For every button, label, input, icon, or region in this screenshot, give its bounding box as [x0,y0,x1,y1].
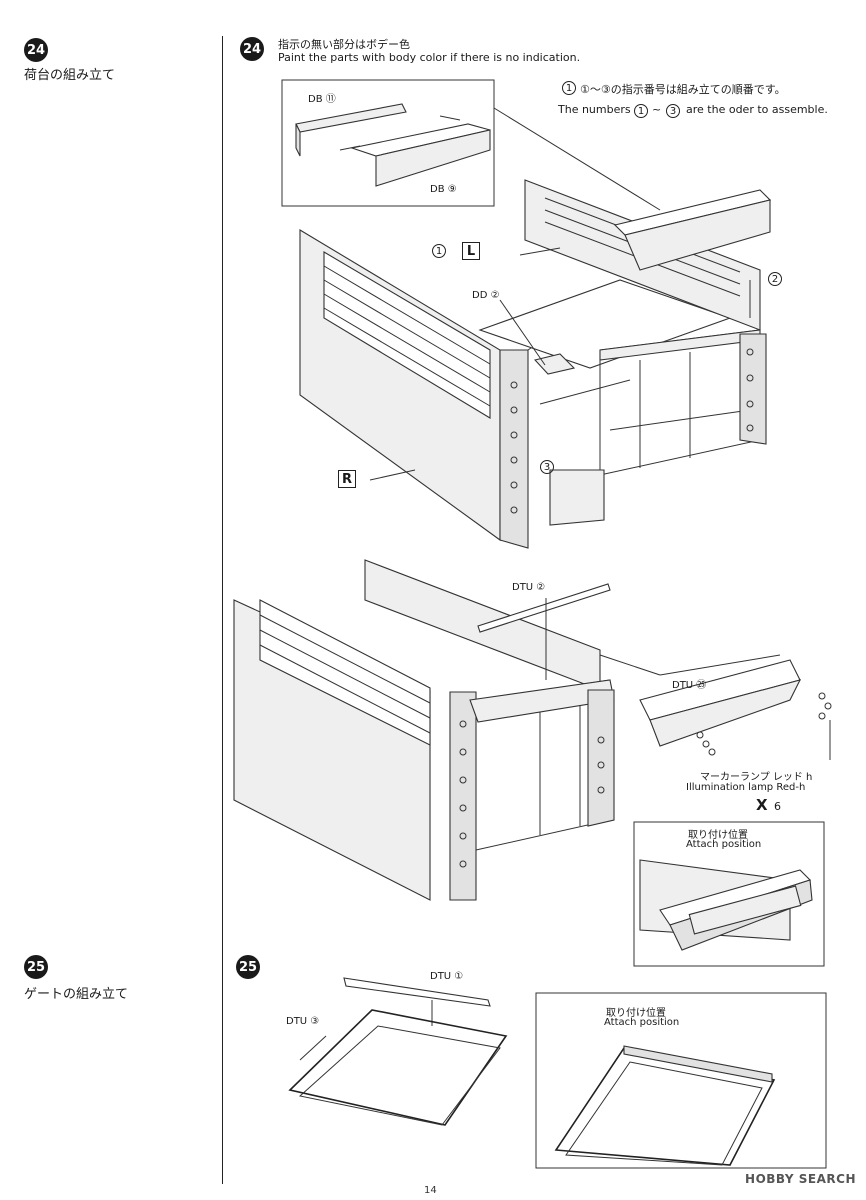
leader-inset [493,107,661,211]
lamp-mark: X [756,796,768,814]
attach-inset-25-gate [554,1047,776,1166]
attach-25-jp: 取り付け位置 [606,1008,666,1019]
step-25-title: ゲートの組み立て [24,987,129,1002]
attach-24-en: Attach position [686,839,762,850]
order-en-start-num: 1 [634,104,648,118]
label-db11: DB ⑪ [308,94,336,105]
part-dtu2 [477,583,611,633]
part-db9 [375,129,491,187]
step-25-diagram-badge: 25 [236,955,260,979]
gate-inner [298,1025,501,1126]
step-2-marker: 2 [768,272,782,286]
part-dd2 [533,353,576,375]
order-note-jp: ①～③の指示番号は組み立ての順番です。 [580,83,786,96]
bed2-side-slats [259,599,431,746]
step-25-badge: 25 [24,955,48,979]
note-jp: 指示の無い部分はボデー色 [278,38,410,51]
part-db11 [295,103,407,133]
watermark: HOBBY SEARCH [745,1172,856,1186]
inset-box-db [281,79,495,207]
step-24-badge: 24 [24,38,48,62]
page-number: 14 [424,1185,437,1196]
label-dd2: DD ② [472,290,500,301]
side-l-marker: L [462,242,480,260]
bed-side-slats-r [323,251,491,419]
part-front-header-1-face [624,199,771,271]
attach-inset-25 [535,992,827,1169]
label-dtu1: DTU ① [430,971,464,982]
column-divider [222,36,223,1184]
part-dtu1 [343,977,491,1007]
order-en-end-num: 3 [666,104,680,118]
label-dtu25: DTU ㉕ [672,680,707,691]
lamp-jp: マーカーランプ レッド h [700,772,813,783]
label-dtu2: DTU ② [512,582,546,593]
step-1-marker: 1 [432,244,446,258]
note-en: Paint the parts with body color if there… [278,51,581,64]
bed2-corner-post [449,691,477,901]
order-note-en-pre: The numbers [558,103,631,116]
attach-inset-24 [633,821,825,967]
lamp-count: 6 [774,800,781,813]
step-24-title: 荷台の組み立て [24,68,116,83]
step-24-diagram-badge: 24 [240,37,264,61]
attach-25-en: Attach position [604,1017,680,1028]
order-start-num: 1 [562,81,576,95]
part-db11-side [295,123,301,157]
gate-frame [288,1009,508,1126]
bed2-rear-post [587,689,615,827]
label-db9: DB ⑨ [430,184,457,195]
attach-24-jp: 取り付け位置 [688,830,748,841]
part-dtu25 [649,679,802,747]
lamp-en: Illumination lamp Red-h [686,782,806,793]
bed-rear-step [549,469,605,526]
bed-corner-post [499,349,529,549]
step-3-marker: 3 [540,460,554,474]
attach-inset-25-rail [623,1045,773,1083]
bed-rear-post [739,333,767,445]
order-en-tilde: ~ [652,103,662,116]
order-note-en-post: are the oder to assemble. [686,103,828,116]
label-dtu3: DTU ③ [286,1016,320,1027]
side-r-marker: R [338,470,356,488]
